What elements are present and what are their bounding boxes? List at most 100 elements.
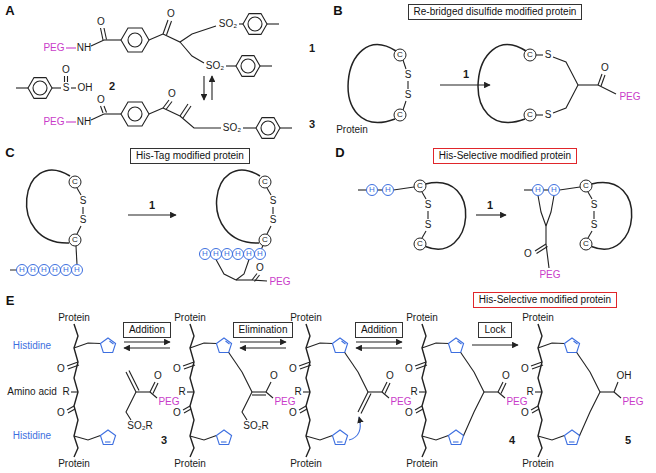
atom-label: O [256, 263, 264, 273]
his-tag-protein-before [82, 207, 83, 214]
reagent-reduced [614, 382, 618, 392]
atom-label: S [405, 70, 412, 80]
compound-3-structure [149, 108, 163, 114]
compound-3-structure [180, 104, 188, 116]
his-tag-protein-before [69, 176, 81, 188]
equilibrium-arrows [204, 76, 212, 100]
reagent-alkene [385, 383, 390, 394]
box-text: Addition [361, 324, 397, 335]
reagent-reduced [614, 392, 621, 398]
peg-label: PEG [390, 397, 411, 407]
histidine-in-circle: H [213, 250, 219, 258]
his-tag-protein-before [61, 265, 72, 276]
atom-label: O [521, 408, 529, 418]
reagent-bridged [461, 353, 474, 373]
histidine-in-circle: H [41, 266, 47, 274]
compound-3-structure [101, 106, 104, 113]
rebridged-protein [553, 85, 578, 113]
reagent-adduct [266, 392, 273, 398]
his-tag-protein-modified [236, 279, 252, 280]
compound-1-structure [149, 34, 163, 40]
his-tag-protein-before [72, 265, 83, 276]
atom-in-circle: C [262, 236, 268, 244]
reaction-arrow [440, 84, 490, 85]
compound-3-structure [183, 106, 191, 118]
reagent-adduct [229, 353, 273, 421]
mechanism-arrows [240, 347, 286, 348]
atom-label: NH [77, 43, 91, 53]
atom-label: O [289, 364, 297, 374]
histidine-in-circle: H [30, 266, 36, 274]
histidine-in-circle: H [224, 250, 230, 258]
residue-label: Histidine [13, 431, 51, 441]
his-selective-protein-modified [580, 238, 592, 250]
his-tag-protein-modified [259, 234, 271, 246]
compound-3-structure [121, 102, 149, 126]
compound-2-structure [64, 76, 65, 82]
his-selective-protein-modified [533, 185, 544, 196]
panel-letter: E [6, 294, 15, 307]
his-pair-protein-before [378, 189, 383, 190]
reagent-free [126, 371, 158, 421]
his-tag-protein-before [77, 226, 81, 234]
compound-2-structure [52, 87, 61, 88]
compound-number: 5 [625, 435, 631, 446]
compound-number: 1 [149, 200, 155, 211]
his-tag-protein-before [10, 170, 83, 275]
compound-1-structure [163, 26, 216, 42]
compound-2-structure [71, 87, 76, 88]
his-selective-protein-modified [535, 244, 546, 251]
compound-3-structure [66, 100, 292, 138]
reagent-alkene [345, 353, 390, 441]
rebridged-protein [524, 109, 536, 121]
his-selective-protein-modified [580, 180, 592, 192]
compound-1-structure [121, 28, 149, 52]
compound-3-structure [163, 108, 180, 116]
atom-label: S [270, 215, 277, 225]
mechanism-backbones [67, 324, 580, 457]
atom-label: OH [78, 83, 93, 93]
atom-label: O [168, 89, 176, 99]
his-selective-protein-modified [588, 192, 592, 199]
compound-number: 1 [463, 69, 469, 80]
atom-label: SO₂ [223, 123, 241, 133]
his-pair-protein-before [394, 187, 415, 190]
reagent-alkene [382, 392, 389, 398]
his-tag-protein-before [28, 265, 39, 276]
atom-label: S [405, 90, 412, 100]
atom-in-circle: C [262, 178, 268, 186]
his-tag-protein-before [39, 265, 50, 276]
panel-letter: C [5, 146, 14, 159]
histidine-in-circle: H [52, 266, 58, 274]
his-tag-protein-before [76, 246, 77, 265]
atom-label: O [405, 364, 413, 374]
his-tag-protein-modified [259, 176, 271, 188]
rebridged-protein [536, 114, 543, 115]
his-tag-protein-modified [272, 207, 273, 214]
panel-letter: D [335, 146, 344, 159]
compound-number: 3 [309, 119, 315, 130]
compound-1-structure [167, 21, 172, 35]
box-text: Addition [129, 324, 165, 335]
compound-2-structure [67, 76, 68, 82]
rebridged-protein [524, 49, 536, 61]
atom-label: O [97, 95, 105, 105]
his-tag-protein-before [77, 188, 81, 195]
his-tag-protein-modified [252, 280, 267, 281]
atom-in-circle: C [417, 240, 423, 248]
atom-label: S [63, 83, 70, 93]
reagent-free [150, 392, 157, 398]
his-tag-protein-modified [199, 170, 273, 281]
rebridged-protein [478, 45, 526, 123]
disulfide-protein-before [403, 101, 406, 110]
his-selective-protein-modified [592, 183, 632, 250]
reagent-reduced [600, 391, 614, 392]
rebridged-protein [601, 75, 605, 86]
atom-label: Protein [58, 459, 90, 469]
peg-label: PEG [43, 117, 64, 127]
box-text: His-Selective modified protein [439, 150, 571, 161]
his-tag-protein-modified [267, 226, 271, 234]
reagent-alkene [345, 353, 358, 373]
histidine-in-circle: H [257, 250, 263, 258]
